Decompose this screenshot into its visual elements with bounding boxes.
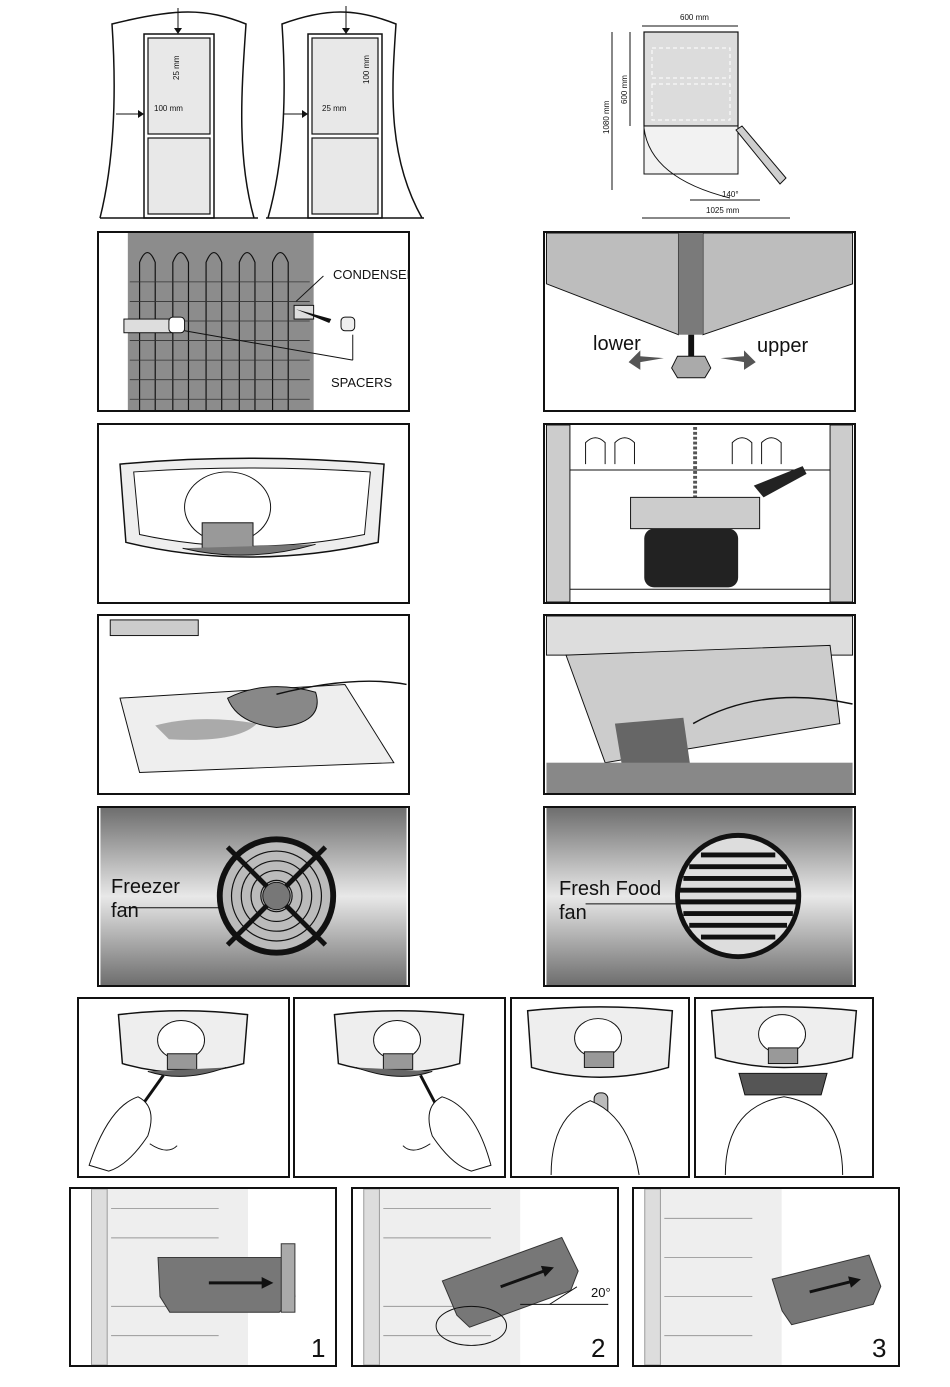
lamp-step-figure-1: [77, 997, 290, 1178]
compressor-figure: [543, 423, 856, 604]
depth-label: 600 mm: [620, 75, 629, 104]
left-top-gap-label: 25 mm: [172, 56, 181, 80]
spacers-label: SPACERS: [331, 375, 392, 390]
step-3-number: 3: [872, 1333, 886, 1364]
angle-label: 140°: [722, 190, 739, 199]
lamp-step-drawing-4: [696, 999, 872, 1176]
height-label: 1080 mm: [602, 101, 611, 134]
crisper-step-2-figure: 20° 2: [351, 1187, 619, 1367]
compressor-drawing: [545, 425, 854, 602]
wiping-drawing: [99, 616, 408, 793]
clearance-drawing: [96, 4, 426, 224]
condenser-spacers-figure: CONDENSER SPACERS: [97, 231, 410, 412]
leveling-drawing: [545, 233, 854, 410]
door-opening-diagram: 600 mm 600 mm 1080 mm 140° 1025 mm: [590, 8, 800, 224]
left-side-gap-label: 100 mm: [154, 104, 183, 113]
width-label: 600 mm: [680, 13, 709, 22]
condenser-label: CONDENSER: [333, 267, 410, 282]
lamp-step-figure-3: [510, 997, 690, 1178]
upper-label: upper: [757, 335, 808, 358]
tilt-angle-label: 20°: [591, 1285, 611, 1300]
lamp-step-figure-2: [293, 997, 506, 1178]
crisper-step-1-drawing: [71, 1189, 335, 1365]
drawer-drawing: [545, 616, 854, 793]
step-1-number: 1: [311, 1333, 325, 1364]
drawer-removal-figure: [543, 614, 856, 795]
right-side-gap-label: 25 mm: [322, 104, 346, 113]
leveling-feet-figure: lower upper: [543, 231, 856, 412]
freezer-fan-label-line1: Freezer: [111, 876, 180, 899]
light-cover-drawing: [99, 425, 408, 602]
step-2-number: 2: [591, 1333, 605, 1364]
fresh-food-fan-label-line2: fan: [559, 902, 587, 925]
crisper-step-2-drawing: [353, 1189, 617, 1365]
crisper-step-1-figure: 1: [69, 1187, 337, 1367]
open-depth-label: 1025 mm: [706, 206, 739, 215]
right-top-gap-label: 100 mm: [362, 55, 371, 84]
freezer-fan-label-line2: fan: [111, 900, 139, 923]
lamp-step-drawing-3: [512, 999, 688, 1176]
fresh-food-fan-figure: Fresh Food fan: [543, 806, 856, 987]
clearance-diagram: 25 mm 100 mm 100 mm 25 mm: [96, 4, 426, 224]
crisper-step-3-figure: 3: [632, 1187, 900, 1367]
lamp-step-figure-4: [694, 997, 874, 1178]
door-opening-drawing: [590, 8, 800, 224]
freezer-fan-figure: Freezer fan: [97, 806, 410, 987]
lower-label: lower: [593, 333, 641, 356]
defrost-wiping-figure: [97, 614, 410, 795]
crisper-step-3-drawing: [634, 1189, 898, 1365]
fresh-food-fan-label-line1: Fresh Food: [559, 878, 661, 901]
light-cover-figure: [97, 423, 410, 604]
lamp-step-drawing-1: [79, 999, 288, 1176]
lamp-step-drawing-2: [295, 999, 504, 1176]
